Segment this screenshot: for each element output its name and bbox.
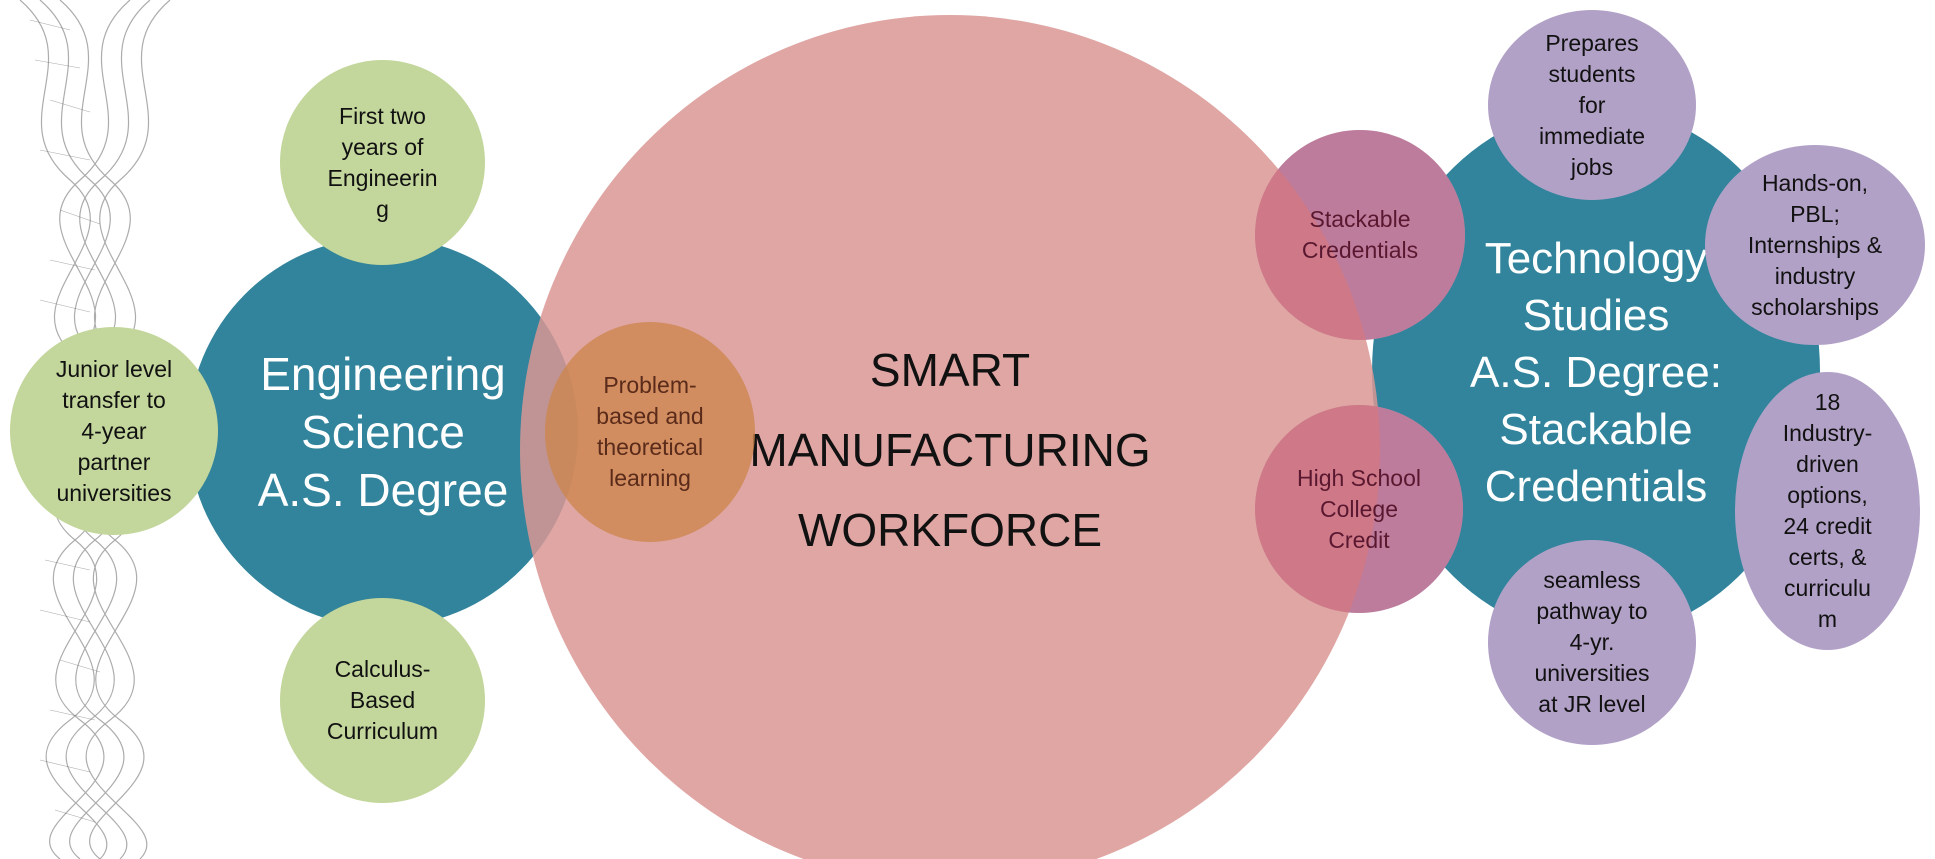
engineering-hub-circle: Engineering Science A.S. Degree	[188, 237, 578, 627]
technology-hub-label: Technology Studies A.S. Degree: Stackabl…	[1470, 233, 1722, 511]
engineering-overlap-circle: Problem- based and theoretical learning	[545, 322, 755, 542]
technology-overlap-bottom-label: High School College Credit	[1296, 464, 1422, 553]
technology-upper-right-label: Hands-on, PBL; Internships & industry sc…	[1747, 169, 1883, 320]
engineering-bottom-label: Calculus- Based Curriculum	[326, 656, 439, 744]
engineering-left-circle: Junior level transfer to 4-year partner …	[10, 327, 218, 535]
technology-overlap-top-label: Stackable Credentials	[1301, 206, 1419, 263]
engineering-top-label: First two years of Engineerin g	[327, 102, 438, 222]
technology-overlap-top-circle: Stackable Credentials	[1255, 130, 1465, 340]
technology-top-label: Prepares students for immediate jobs	[1538, 29, 1646, 180]
engineering-overlap-label: Problem- based and theoretical learning	[596, 372, 704, 491]
engineering-top-circle: First two years of Engineerin g	[280, 60, 485, 265]
technology-upper-right-circle: Hands-on, PBL; Internships & industry sc…	[1705, 145, 1925, 345]
technology-lower-right-label: 18 Industry- driven options, 24 credit c…	[1782, 389, 1873, 632]
engineering-left-label: Junior level transfer to 4-year partner …	[55, 355, 173, 506]
center-label: SMART MANUFACTURING WORKFORCE	[749, 344, 1151, 556]
engineering-bottom-circle: Calculus- Based Curriculum	[280, 598, 485, 803]
technology-top-circle: Prepares students for immediate jobs	[1488, 10, 1696, 200]
technology-overlap-bottom-circle: High School College Credit	[1255, 405, 1463, 613]
technology-bottom-circle: seamless pathway to 4-yr. universities a…	[1488, 540, 1696, 745]
technology-lower-right-circle: 18 Industry- driven options, 24 credit c…	[1735, 372, 1920, 650]
technology-bottom-label: seamless pathway to 4-yr. universities a…	[1534, 567, 1650, 717]
engineering-hub-label: Engineering Science A.S. Degree	[257, 348, 509, 516]
